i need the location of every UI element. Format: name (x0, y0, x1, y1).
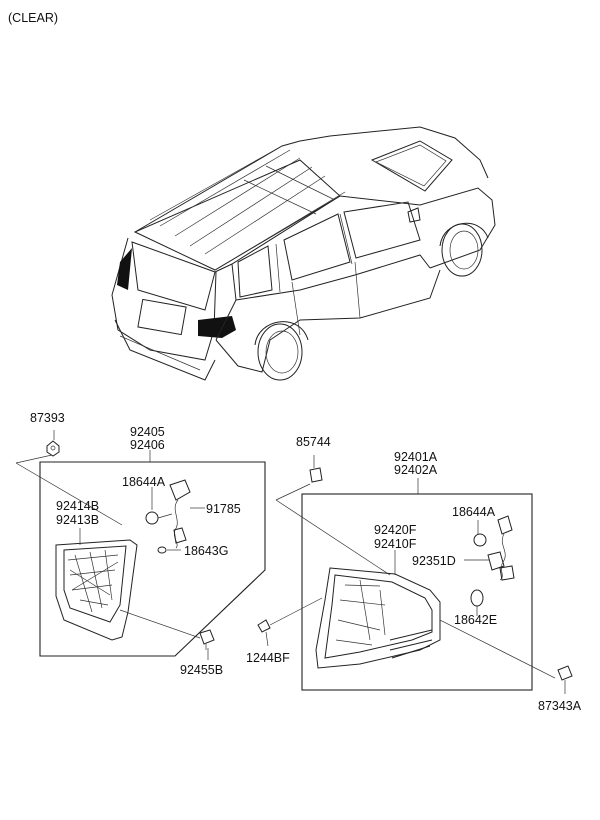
vehicle-left-tail-lamp (117, 248, 132, 290)
left-socket-harness (145, 479, 191, 554)
label-92406: 92406 (130, 438, 165, 452)
label-87343A: 87343A (538, 699, 582, 713)
label-92420F: 92420F (374, 523, 417, 537)
screw-92455B (199, 629, 215, 650)
label-92405: 92405 (130, 425, 165, 439)
nut-87393 (46, 440, 60, 457)
label-85744: 85744 (296, 435, 331, 449)
label-18644A-left: 18644A (122, 475, 166, 489)
label-92455B: 92455B (180, 663, 223, 677)
label-87393: 87393 (30, 411, 65, 425)
label-92414B: 92414B (56, 499, 99, 513)
right-socket-harness (470, 515, 515, 607)
part-labels: 87393 92405 92406 18644A 91785 92414B 92… (30, 411, 582, 713)
label-1244BF: 1244BF (246, 651, 290, 665)
label-92351D: 92351D (412, 554, 456, 568)
screw-87343A (557, 665, 573, 694)
vehicle-illustration (111, 126, 496, 381)
caption-clear: (CLEAR) (8, 11, 58, 25)
left-assembly-group (15, 430, 266, 660)
label-92402A: 92402A (394, 463, 438, 477)
label-18643G: 18643G (184, 544, 228, 558)
right-lamp-housing (315, 567, 441, 669)
left-lamp-housing (55, 539, 138, 641)
right-assembly-group (257, 455, 573, 694)
label-92410F: 92410F (374, 537, 417, 551)
label-18642E: 18642E (454, 613, 497, 627)
label-92413B: 92413B (56, 513, 99, 527)
screw-1244BF (257, 619, 271, 647)
vehicle-right-tail-lamp (198, 316, 236, 338)
label-18644A-right: 18644A (452, 505, 496, 519)
label-92401A: 92401A (394, 450, 438, 464)
label-91785: 91785 (206, 502, 241, 516)
clip-85744 (309, 467, 323, 483)
